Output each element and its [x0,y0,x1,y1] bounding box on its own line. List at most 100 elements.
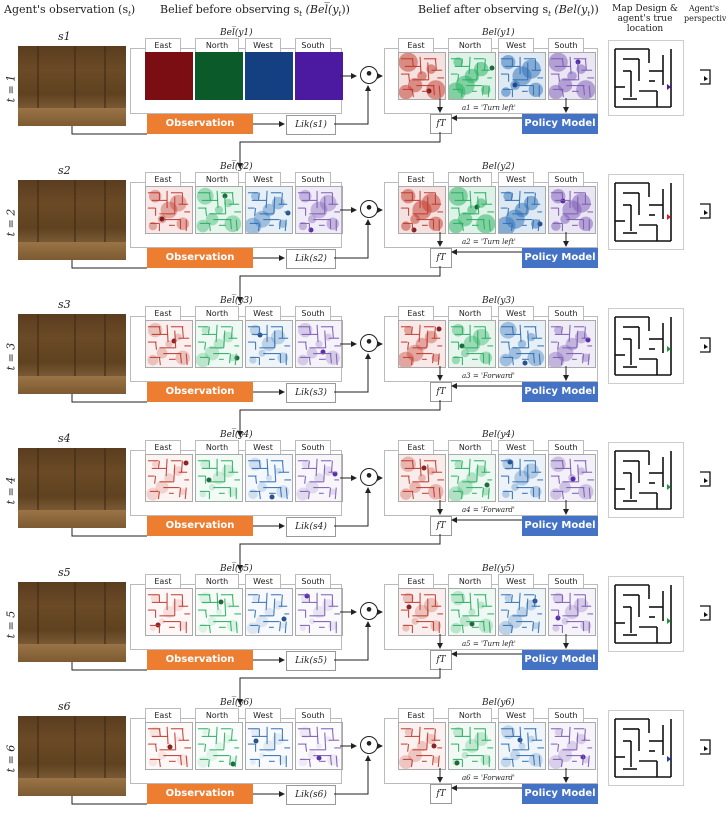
state-label: s6 [58,700,71,713]
belief-after-map-east [398,186,446,234]
tab-after-north: North [448,38,492,52]
tab-after-south: South [548,708,584,722]
perspective-icon [698,68,712,85]
tab-north: North [195,306,239,320]
belief-before-label: Bel̅(y3) [220,296,253,306]
header-observation-close: ) [130,3,136,16]
perspective-icon [698,604,712,621]
action-label: a5 = 'Turn left' [462,640,516,648]
belief-after-map-west [498,52,546,100]
belief-before-map-south [295,722,343,770]
observation-image [18,314,126,394]
agent-marker [667,346,671,352]
observation-model-button[interactable]: Observation Model [147,784,253,819]
header-map-design: Map Design & agent's true location [612,4,678,34]
belief-before-map-west [245,52,293,100]
tab-north: North [195,440,239,454]
header-belief-after-end: )) [590,3,599,16]
header-belief-before-end: )) [341,3,350,16]
action-label: a2 = 'Turn left' [462,238,516,246]
header-belief-before-paren: (Bel̅(y [302,3,339,16]
policy-model-button[interactable]: Policy Model [522,382,598,402]
belief-before-map-east [145,186,193,234]
observation-seam [104,716,107,779]
belief-before-map-west [245,320,293,368]
transition-fT-box: fT [430,114,452,134]
map-design [608,710,684,786]
observation-model-button[interactable]: Observation Model [147,114,253,149]
state-label: s2 [58,164,71,177]
observation-floor [18,376,126,394]
policy-model-button[interactable]: Policy Model [522,114,598,134]
agent-marker [667,84,671,90]
likelihood-box: Lik(s1) [286,115,336,135]
belief-after-map-east [398,320,446,368]
belief-before-map-south [295,320,343,368]
observation-seam [104,180,107,243]
belief-after-map-west [498,320,546,368]
observation-seam [74,582,77,645]
observation-model-button[interactable]: Observation Model [147,650,253,685]
elementwise-product-icon: • [360,736,378,754]
elementwise-product-icon: • [360,602,378,620]
action-label: a4 = 'Forward' [462,506,515,514]
tab-after-west: West [498,574,534,588]
observation-seam [74,314,77,377]
time-label: t = 4 [2,472,18,512]
policy-model-button[interactable]: Policy Model [522,516,598,536]
tab-after-south: South [548,440,584,454]
map-design [608,442,684,518]
belief-before-map-north [195,588,243,636]
belief-before-map-south [295,186,343,234]
policy-model-button[interactable]: Policy Model [522,248,598,268]
observation-model-button[interactable]: Observation Model [147,382,253,417]
tab-after-east: East [398,306,434,320]
perspective-icon [698,336,712,353]
likelihood-box: Lik(s5) [286,651,336,671]
agent-marker [667,214,671,220]
belief-before-map-south [295,588,343,636]
belief-before-map-west [245,588,293,636]
belief-before-map-south [295,52,343,100]
time-label: t = 3 [2,338,18,378]
belief-after-map-east [398,52,446,100]
map-design [608,174,684,250]
observation-model-button[interactable]: Observation Model [147,516,253,551]
belief-before-map-south [295,454,343,502]
tab-after-south: South [548,38,584,52]
policy-model-button[interactable]: Policy Model [522,650,598,670]
header-belief-before-sub: t [299,10,303,19]
belief-before-map-east [145,588,193,636]
belief-after-label: Bel(y4) [482,430,515,440]
tab-after-north: North [448,440,492,454]
belief-before-label: Bel̅(y4) [220,430,253,440]
header-belief-before: Belief before observing st (Bel̅(yt)) [160,3,350,19]
observation-seam [104,314,107,377]
likelihood-box: Lik(s2) [286,249,336,269]
header-observation-text: Agent's observation (s [4,3,129,16]
action-label: a1 = 'Turn left' [462,104,516,112]
belief-after-map-west [498,588,546,636]
belief-after-map-south [548,320,596,368]
belief-before-map-east [145,320,193,368]
tab-west: West [245,306,281,320]
observation-model-button[interactable]: Observation Model [147,248,253,283]
tab-after-west: West [498,708,534,722]
tab-south: South [295,38,331,52]
elementwise-product-icon: • [360,200,378,218]
belief-before-map-north [195,52,243,100]
tab-after-east: East [398,574,434,588]
tab-south: South [295,440,331,454]
tab-north: North [195,574,239,588]
belief-after-label: Bel(y5) [482,564,515,574]
time-label-text: t = 6 [4,744,18,773]
policy-model-button[interactable]: Policy Model [522,784,598,804]
observation-seam [37,314,40,377]
tab-after-north: North [448,172,492,186]
observation-seam [37,448,40,511]
belief-before-map-west [245,186,293,234]
belief-before-map-east [145,52,193,100]
